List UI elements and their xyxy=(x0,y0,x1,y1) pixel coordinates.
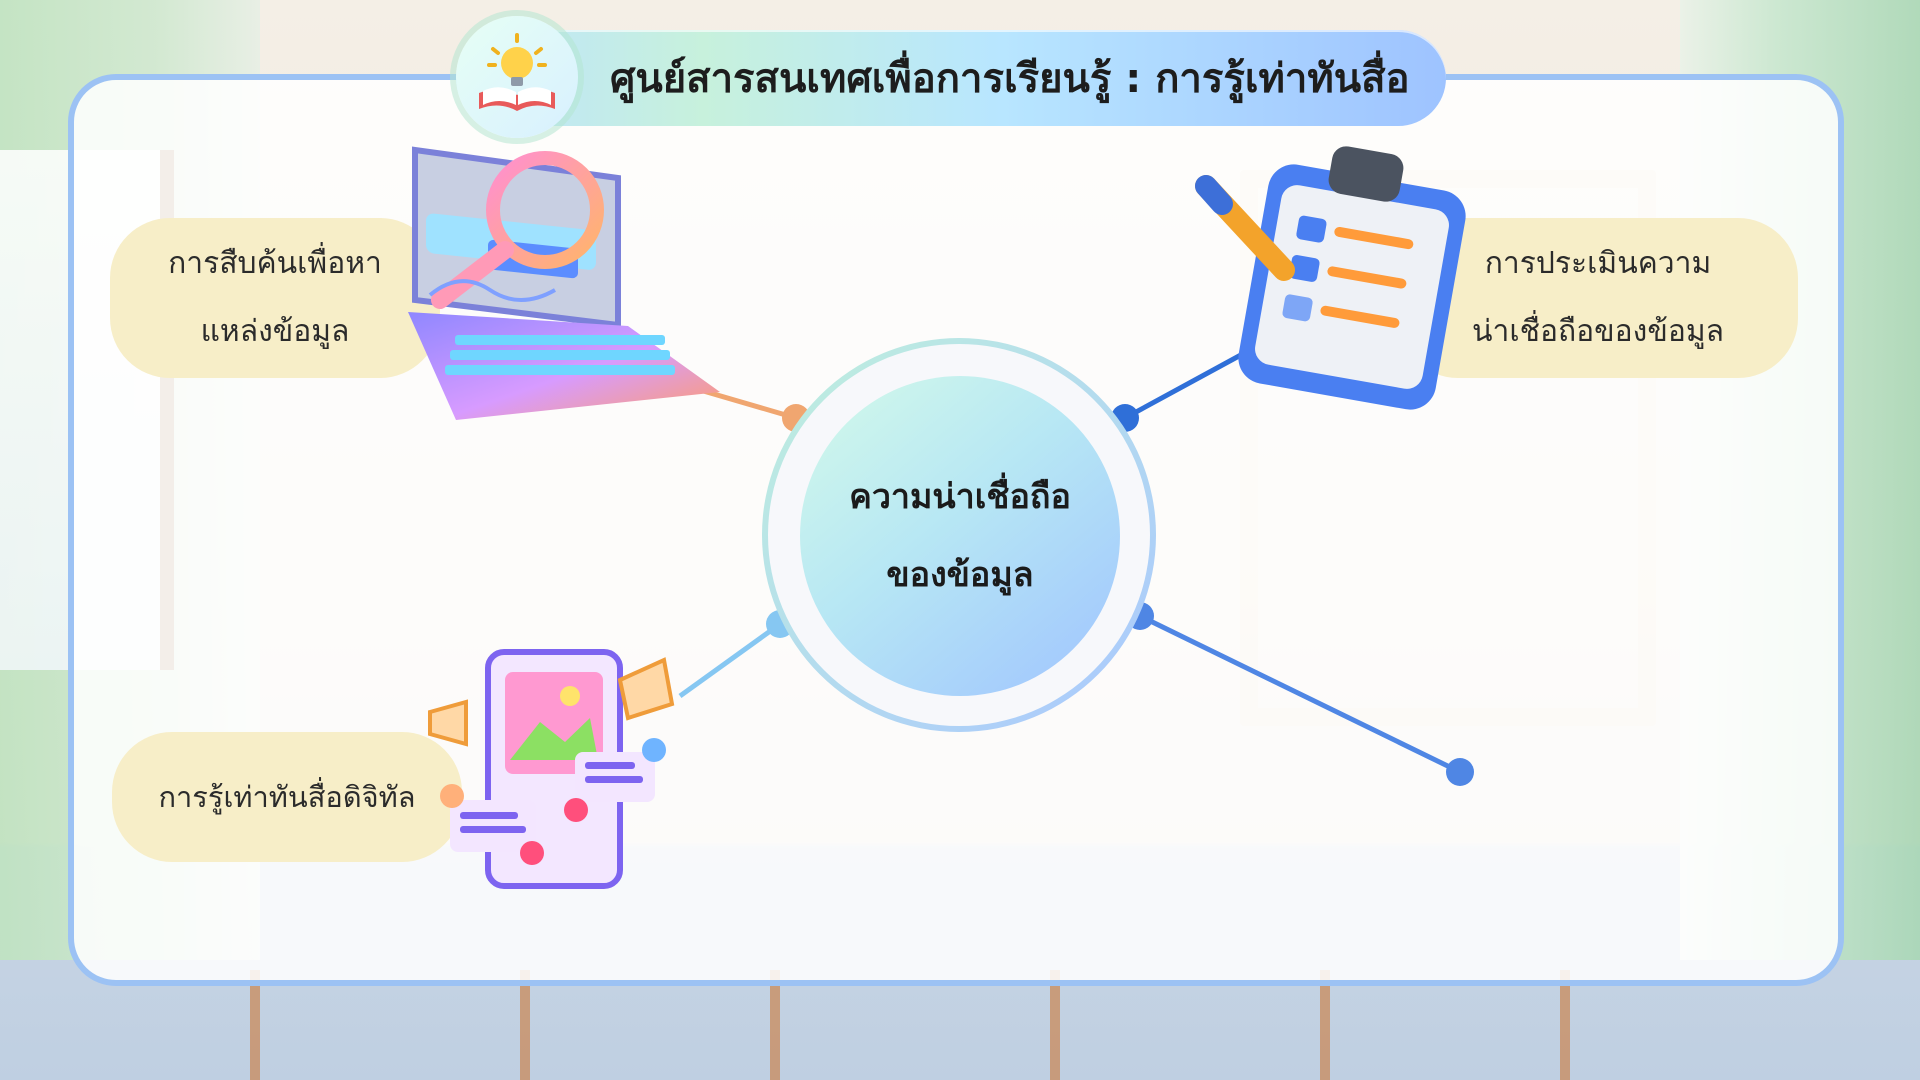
laptop-search-icon xyxy=(408,146,720,420)
node-search-line-1: การสืบค้นเพื่อหา xyxy=(168,246,382,281)
connector-dot-extra-end xyxy=(1446,758,1474,786)
smartphone-social-media-icon xyxy=(428,649,675,889)
node-search-label: การสืบค้นเพื่อหา แหล่งข้อมูล xyxy=(110,218,440,378)
center-topic-line-2: ของข้อมูล xyxy=(886,555,1034,595)
connector-extra xyxy=(1138,613,1462,775)
node-evaluate-line-1: การประเมินความ xyxy=(1484,246,1712,281)
title-icon xyxy=(456,16,578,138)
node-evaluate-line-2: น่าเชื่อถือของข้อมูล xyxy=(1471,314,1725,349)
center-topic: ความน่าเชื่อถือ ของข้อมูล xyxy=(800,376,1120,696)
clipboard-checklist-icon xyxy=(1195,146,1466,410)
title-bar xyxy=(456,30,1446,126)
node-digital-line-1: การรู้เท่าทันสื่อดิจิทัล xyxy=(158,780,416,814)
node-digital-label: การรู้เท่าทันสื่อดิจิทัล xyxy=(112,732,462,862)
node-search-line-2: แหล่งข้อมูล xyxy=(200,314,350,349)
page-title: ศูนย์สารสนเทศเพื่อการเรียนรู้ : การรู้เท… xyxy=(610,56,1410,102)
lightbulb-book-icon xyxy=(479,33,555,111)
connector-digital xyxy=(678,621,782,699)
center-topic-line-1: ความน่าเชื่อถือ xyxy=(849,477,1071,517)
connector-search xyxy=(699,387,797,421)
connector-evaluate xyxy=(1123,347,1252,421)
node-evaluate-label: การประเมินความ น่าเชื่อถือของข้อมูล xyxy=(1398,218,1798,378)
